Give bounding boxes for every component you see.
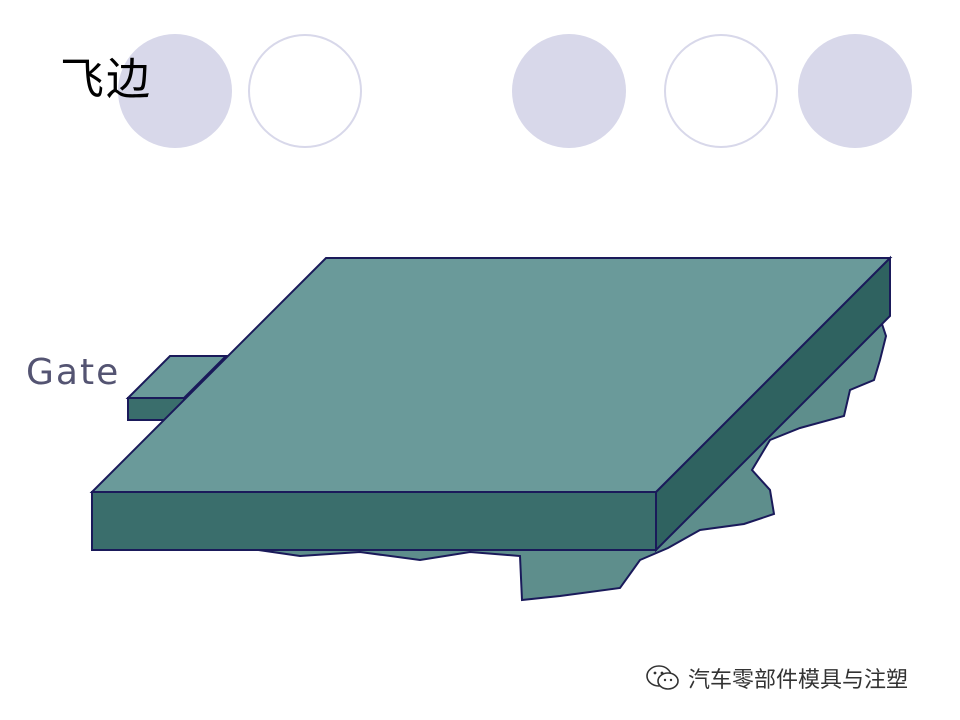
decorative-circle-outline	[664, 34, 778, 148]
slide-title: 飞边	[60, 54, 152, 105]
plate-front-face	[91, 491, 657, 551]
decorative-circle-filled	[512, 34, 626, 148]
decorative-circle-filled	[798, 34, 912, 148]
gate-label: Gate	[26, 352, 120, 393]
plate-top-face	[89, 257, 893, 493]
decorative-circle-outline	[248, 34, 362, 148]
watermark-text: 汽车零部件模具与注塑	[688, 668, 909, 693]
watermark: 汽车零部件模具与注塑	[646, 662, 908, 694]
decorative-circle-filled	[118, 34, 232, 148]
wechat-icon	[646, 665, 679, 690]
